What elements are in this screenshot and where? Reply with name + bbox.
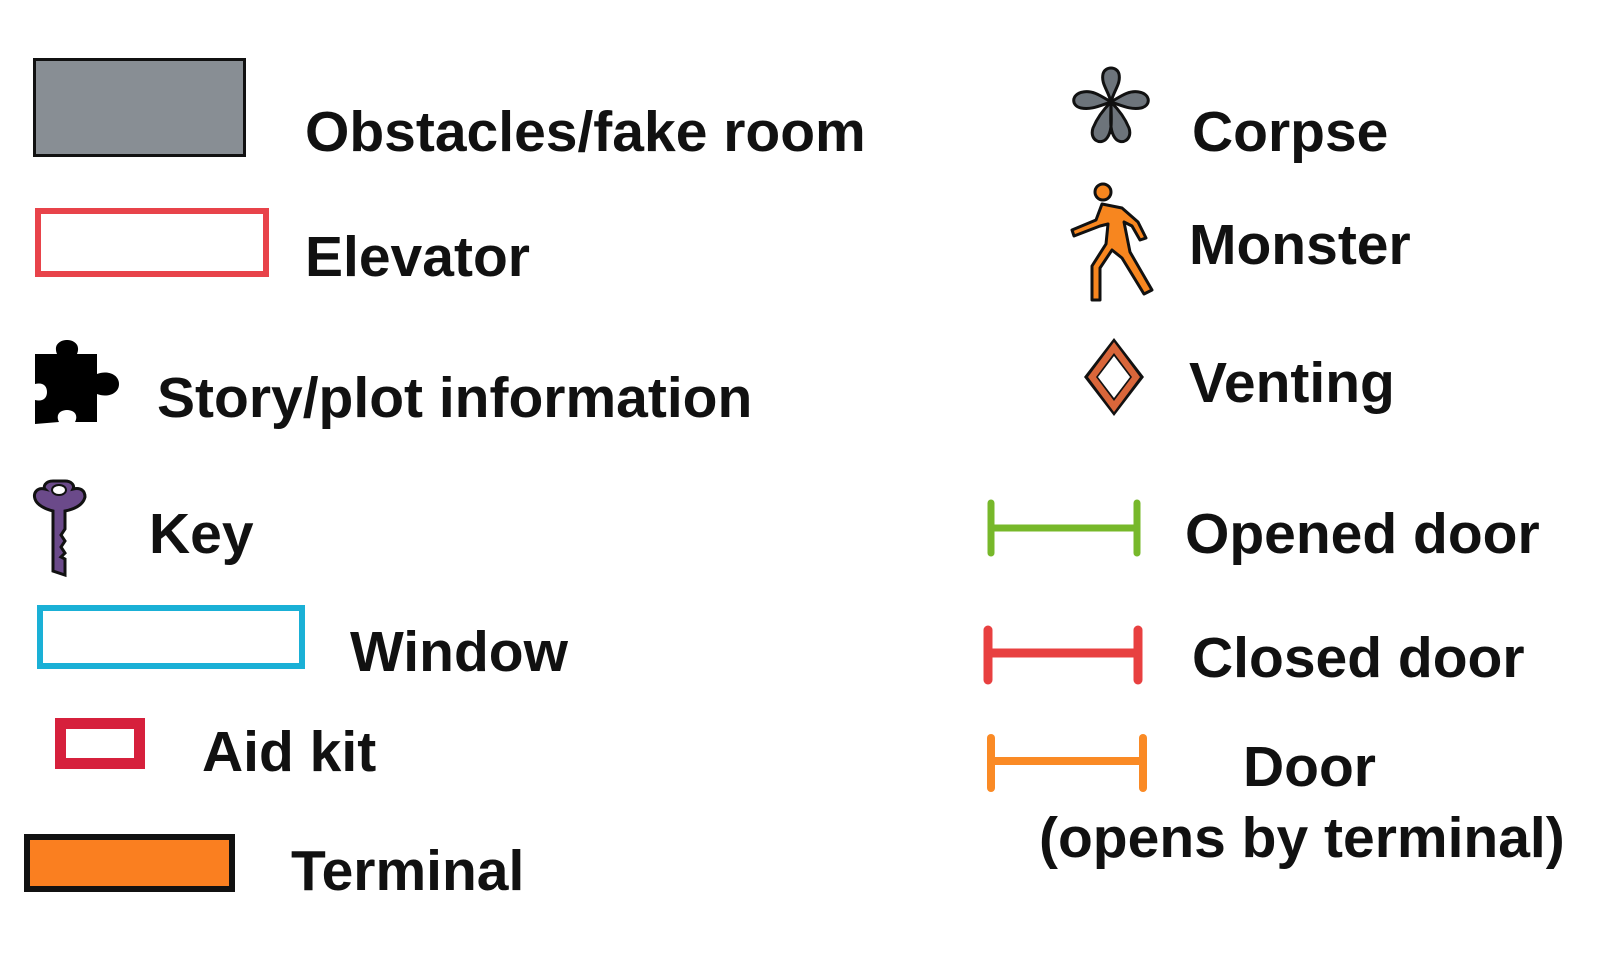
terminal-swatch-icon xyxy=(24,834,235,892)
opened-door-icon xyxy=(987,499,1141,557)
obstacle-swatch-icon xyxy=(33,58,246,157)
legend-label-elevator: Elevator xyxy=(305,225,530,289)
corpse-icon xyxy=(1072,66,1150,144)
elevator-swatch-icon xyxy=(35,208,269,277)
closed-door-icon xyxy=(983,625,1143,685)
monster-walking-icon xyxy=(1070,182,1154,302)
legend-label-closed-door: Closed door xyxy=(1192,626,1525,690)
venting-diamond-icon xyxy=(1084,338,1144,416)
legend-label-door: Door xyxy=(1243,735,1376,799)
window-swatch-icon xyxy=(37,605,305,669)
legend-label-opened-door: Opened door xyxy=(1185,502,1540,566)
aid-kit-swatch-icon xyxy=(55,718,145,769)
legend-label-terminal: Terminal xyxy=(291,839,525,903)
legend-label-story: Story/plot information xyxy=(157,366,753,430)
legend-label-obstacles: Obstacles/fake room xyxy=(305,100,866,164)
legend-label-monster: Monster xyxy=(1189,213,1411,277)
key-icon xyxy=(33,479,87,578)
legend-label-key: Key xyxy=(149,502,254,566)
legend-label-window: Window xyxy=(350,620,568,684)
terminal-door-icon xyxy=(987,734,1147,792)
legend-label-venting: Venting xyxy=(1189,351,1395,415)
legend-label-aid-kit: Aid kit xyxy=(202,720,377,784)
puzzle-piece-icon xyxy=(35,340,119,424)
legend-sublabel-door: (opens by terminal) xyxy=(1039,806,1565,870)
legend-label-corpse: Corpse xyxy=(1192,100,1389,164)
